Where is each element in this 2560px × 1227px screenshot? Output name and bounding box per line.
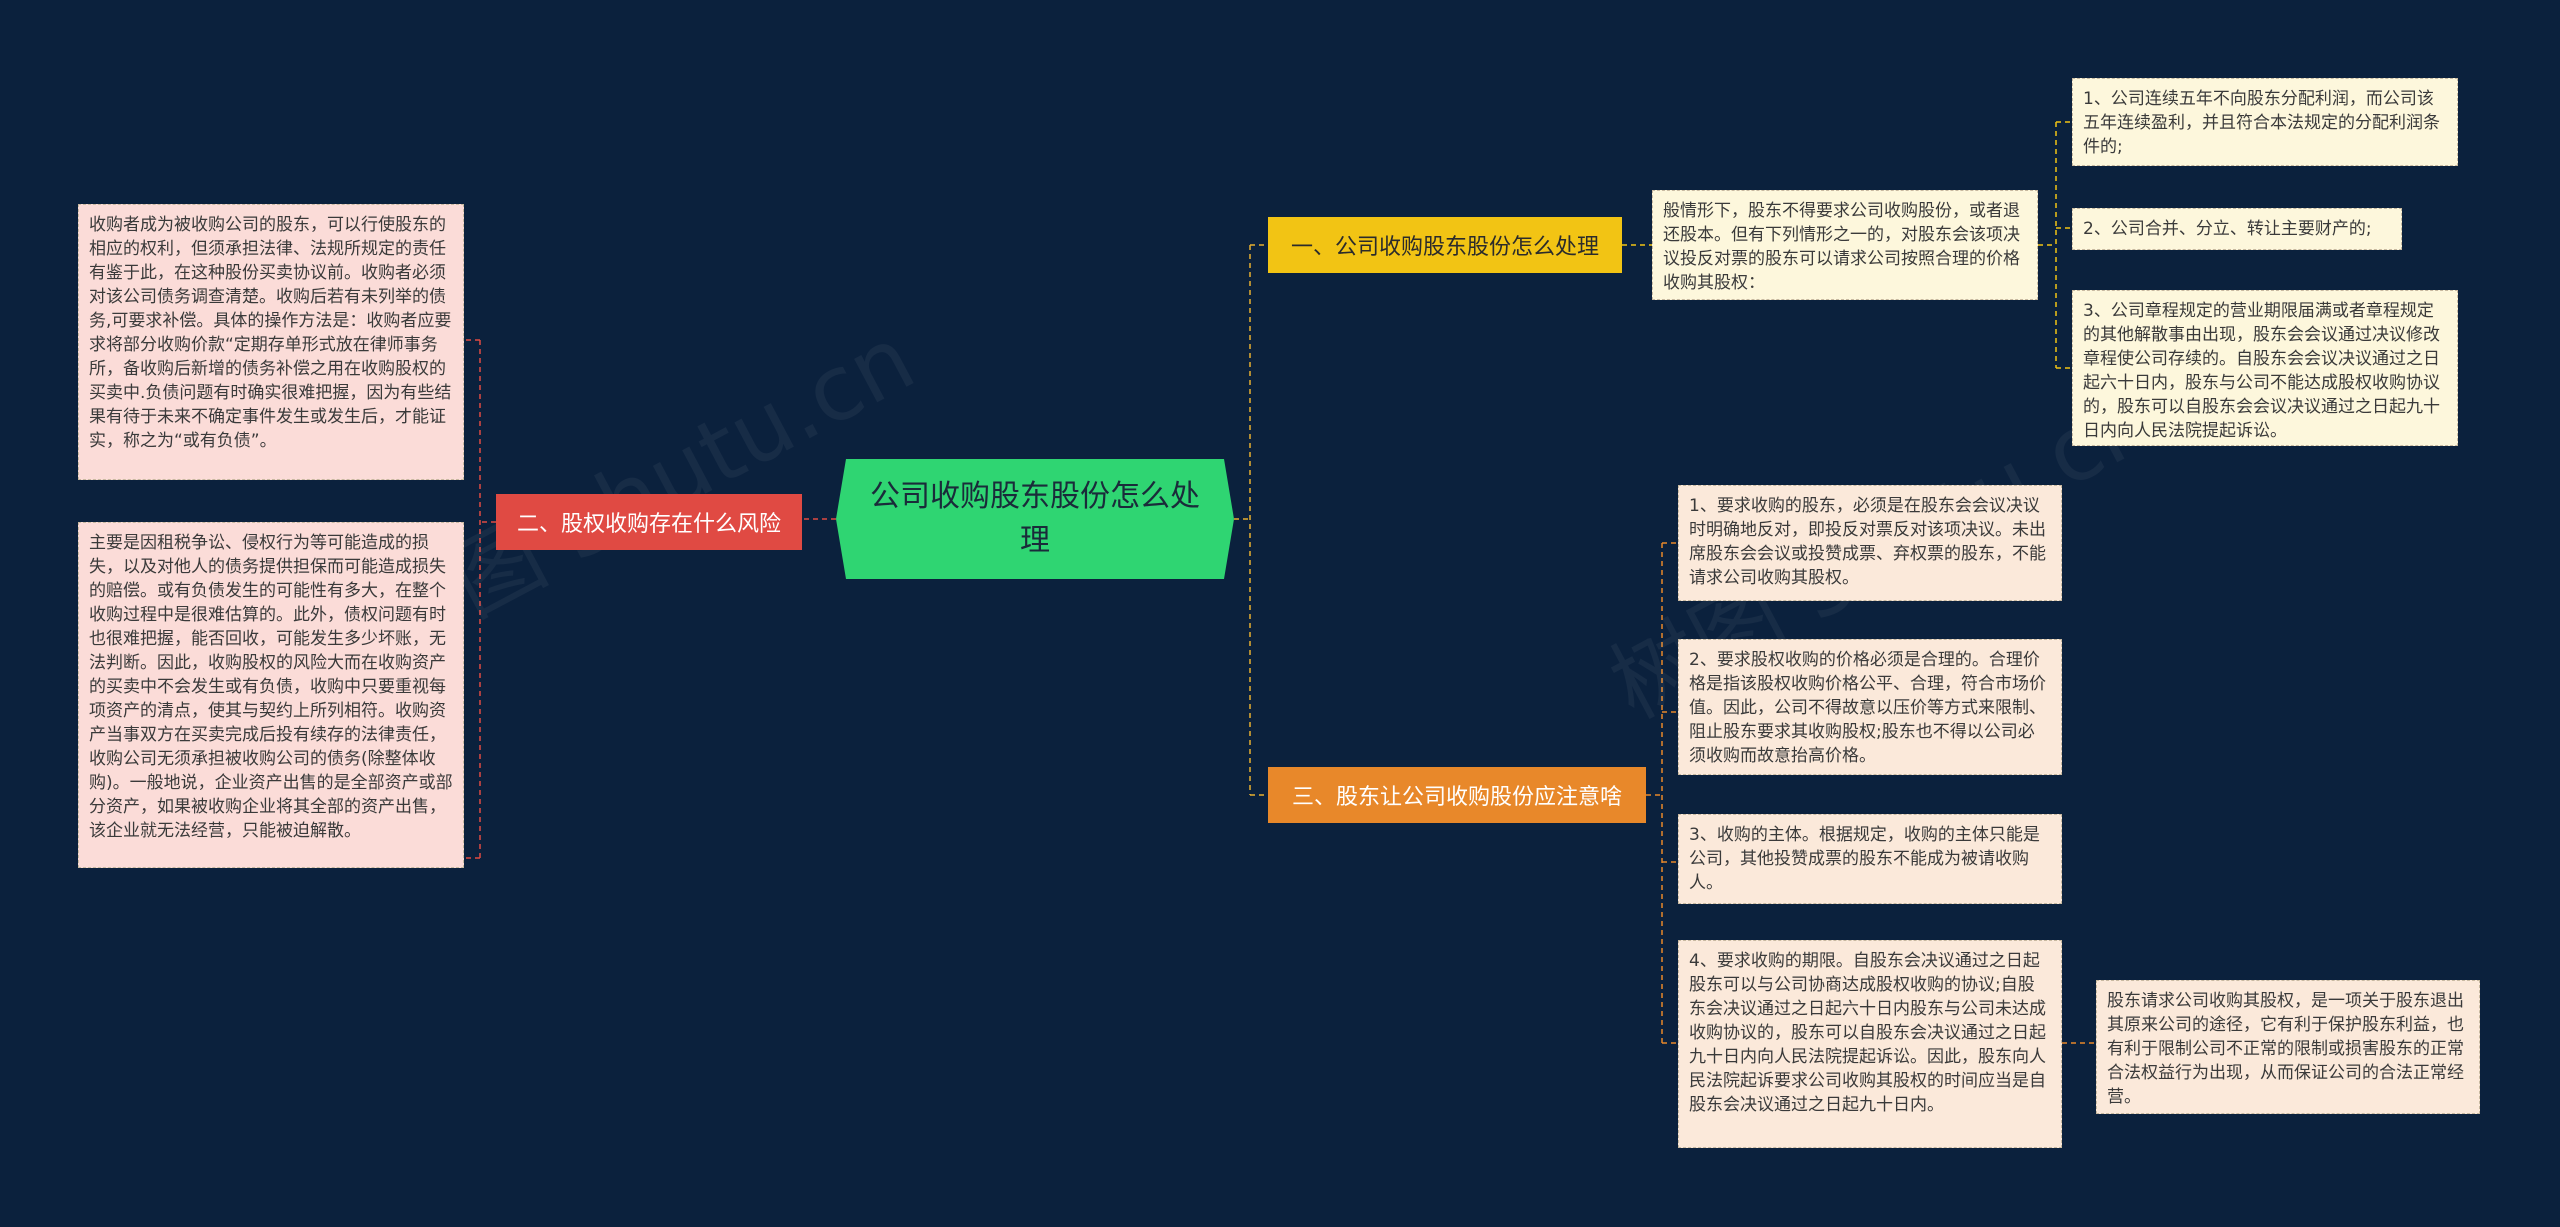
topic-risk-label: 二、股权收购存在什么风险 [516,512,781,537]
leaf-handling-1[interactable]: 1、公司连续五年不向股东分配利润，而公司该五年连续盈利，并且符合本法规定的分配利… [2072,78,2458,166]
connector-middle-leaves [2038,121,2072,369]
connector-center-right [1234,244,1268,796]
topic-handling[interactable]: 一、公司收购股东股份怎么处理 [1268,217,1622,273]
leaf-risk-2[interactable]: 主要是因租税争讼、侵权行为等可能造成的损失，以及对他人的债务提供担保而可能造成损… [78,522,464,868]
topic-notes[interactable]: 三、股东让公司收购股份应注意啥 [1268,767,1646,823]
leaf-handling-3[interactable]: 3、公司章程规定的营业期限届满或者章程规定的其他解散事由出现，股东会会议通过决议… [2072,290,2458,446]
topic-risk[interactable]: 二、股权收购存在什么风险 [496,494,802,550]
connector-orange-leaves [1646,542,1678,1044]
leaf-notes-3[interactable]: 3、收购的主体。根据规定，收购的主体只能是公司，其他投赞成票的股东不能成为被请收… [1678,814,2062,904]
center-topic[interactable]: 公司收购股东股份怎么处理 [836,459,1234,579]
leaf-notes-4[interactable]: 4、要求收购的期限。自股东会决议通过之日起股东可以与公司协商达成股权收购的协议;… [1678,940,2062,1148]
leaf-notes-1[interactable]: 1、要求收购的股东，必须是在股东会会议决议时明确地反对，即投反对票反对该项决议。… [1678,485,2062,601]
leaf-risk-1[interactable]: 收购者成为被收购公司的股东，可以行使股东的相应的权利，但须承担法律、法规所规定的… [78,204,464,480]
topic-handling-label: 一、公司收购股东股份怎么处理 [1290,235,1599,260]
topic-notes-label: 三、股东让公司收购股份应注意啥 [1291,785,1622,810]
leaf-notes-2[interactable]: 2、要求股权收购的价格必须是合理的。合理价格是指该股权收购价格公平、合理，符合市… [1678,639,2062,775]
leaf-handling-2[interactable]: 2、公司合并、分立、转让主要财产的; [2072,208,2402,250]
connector-left-leaves [464,339,496,859]
center-topic-label: 公司收购股东股份怎么处理 [870,479,1200,558]
node-handling-intro[interactable]: 般情形下，股东不得要求公司收购股份，或者退还股本。但有下列情形之一的，对股东会该… [1652,190,2038,300]
leaf-notes-extra[interactable]: 股东请求公司收购其股权，是一项关于股东退出其原来公司的途径，它有利于保护股东利益… [2096,980,2480,1114]
